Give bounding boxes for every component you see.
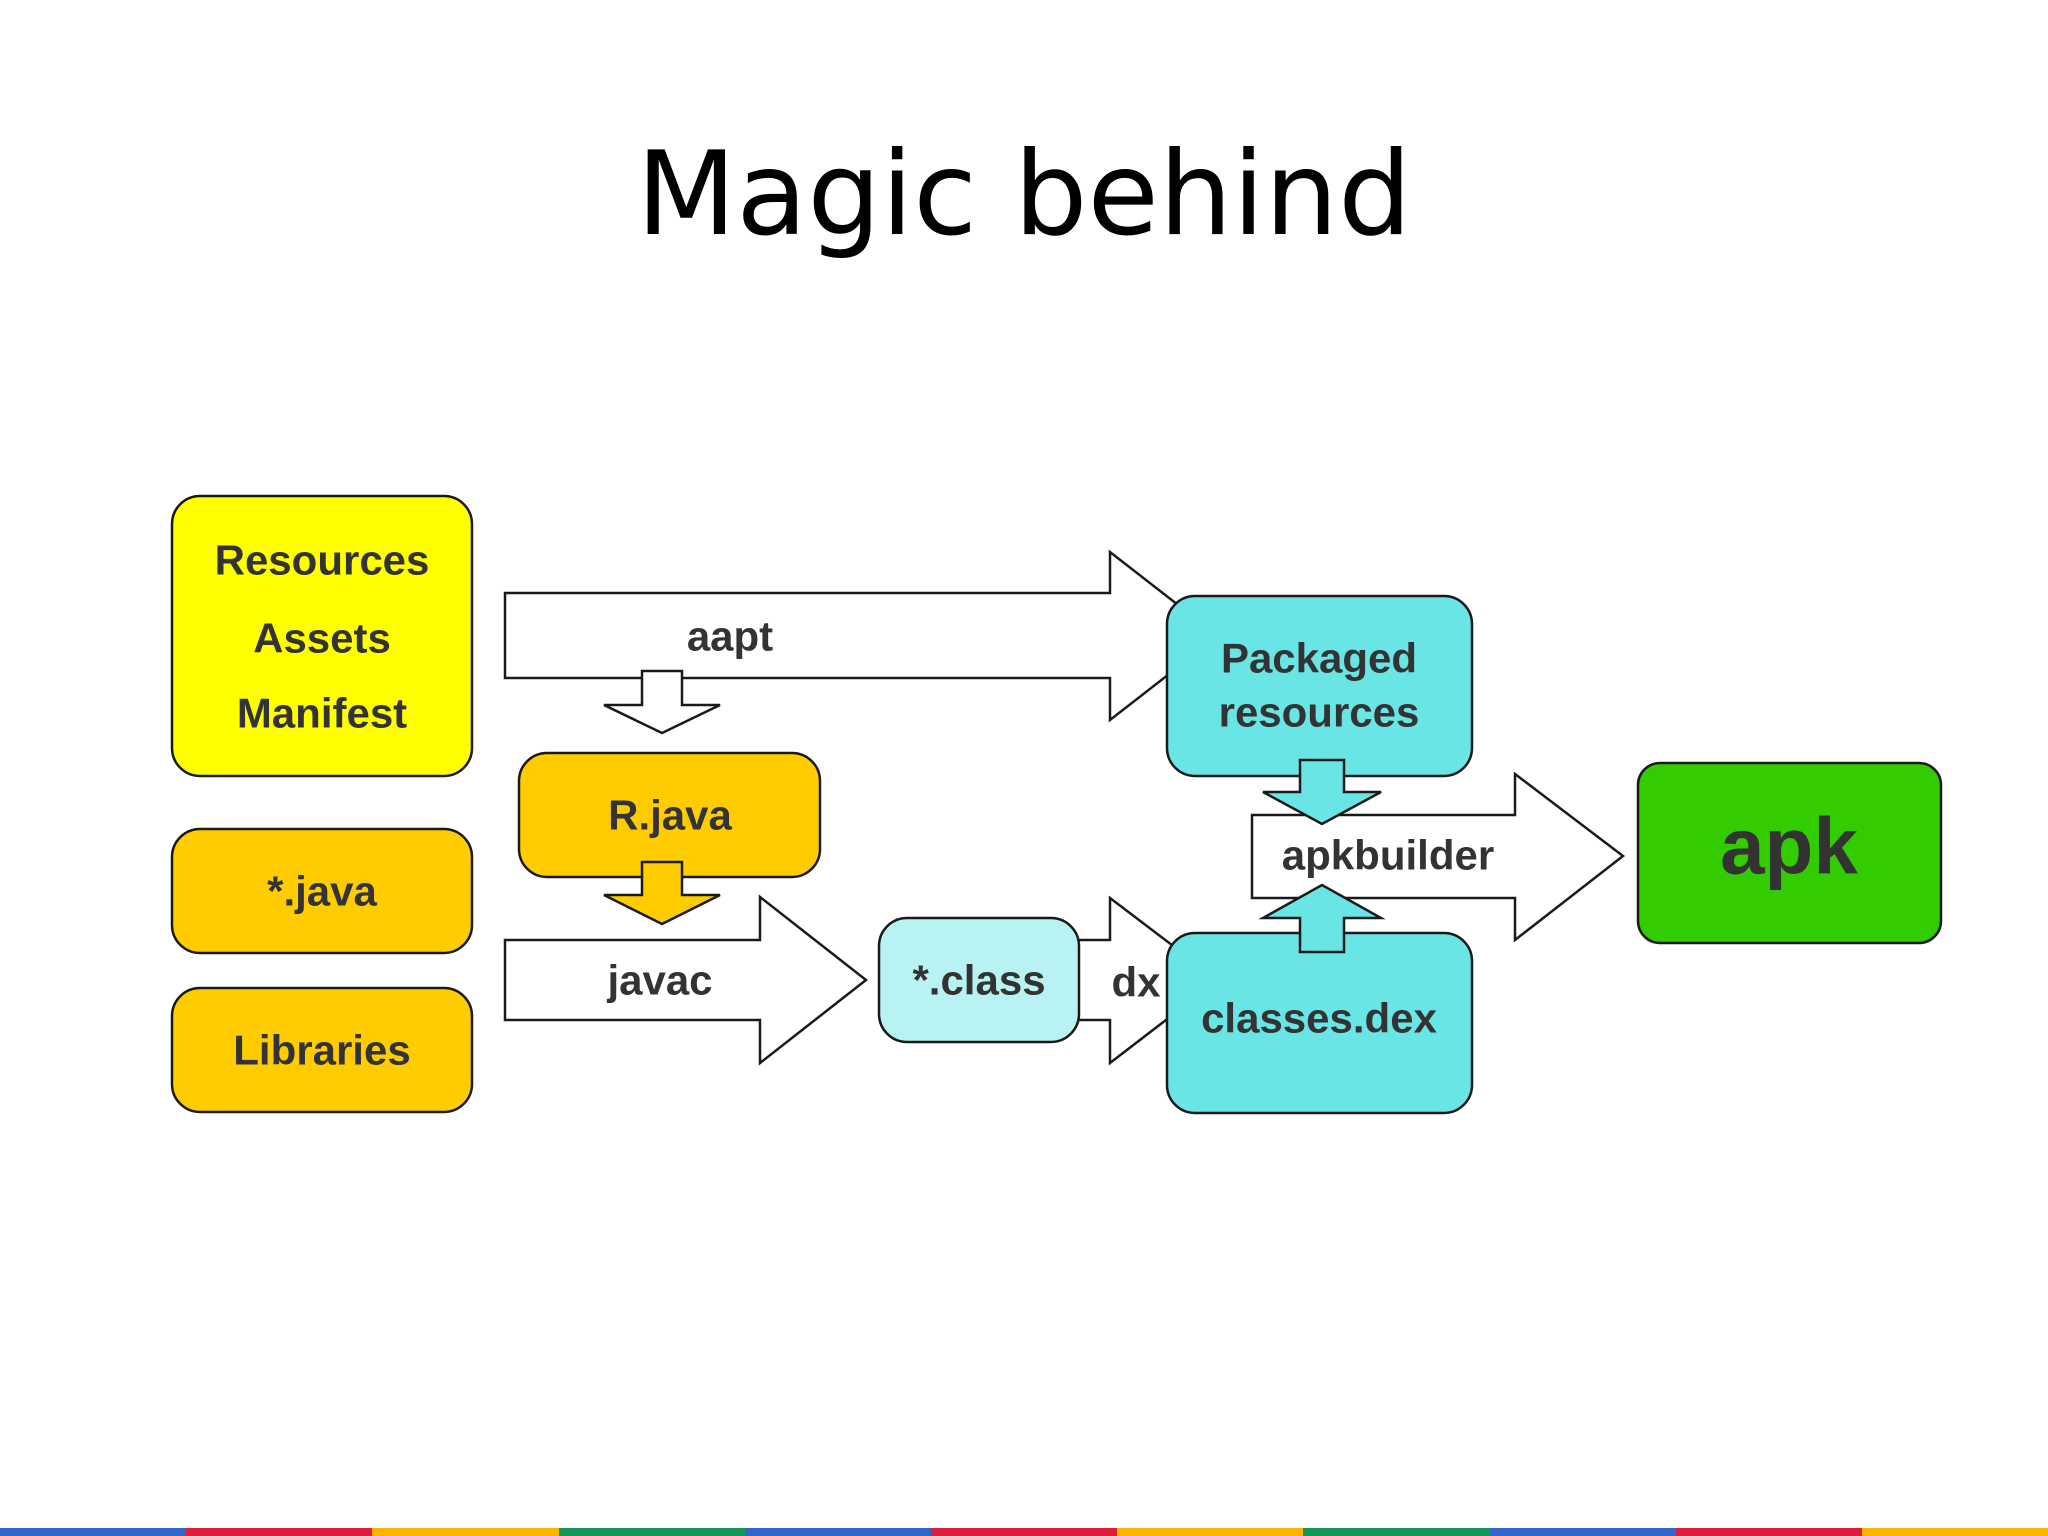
footer-color-segment — [1675, 1528, 1862, 1536]
sources-box — [170, 494, 474, 778]
footer-color-segment — [744, 1528, 931, 1536]
page-title: Magic behind — [636, 127, 1412, 262]
footer-color-segment — [1861, 1528, 2048, 1536]
footer-color-segment — [1489, 1528, 1676, 1536]
footer-color-segment — [558, 1528, 745, 1536]
apk-box — [1636, 761, 1943, 945]
footer-color-segment — [1117, 1528, 1304, 1536]
footer-color-segment — [1303, 1528, 1490, 1536]
packaged-resources-box — [1165, 594, 1474, 778]
aapt-arrow — [503, 549, 1221, 723]
packaged-to-apkbuilder-arrow — [1262, 758, 1382, 826]
footer-color-segment — [372, 1528, 559, 1536]
class-files-box — [877, 916, 1081, 1044]
aapt-arrow-label: aapt — [687, 613, 773, 660]
classes-dex-label: classes.dex — [1201, 995, 1438, 1042]
libraries-box — [170, 986, 474, 1114]
resources-label: Resources — [215, 537, 430, 584]
packaged-label: Packaged — [1221, 635, 1417, 682]
apkbuilder-arrow-label: apkbuilder — [1282, 832, 1494, 879]
libraries-label: Libraries — [233, 1027, 410, 1074]
footer-color-bar — [0, 1528, 2048, 1536]
rjava-to-javac-arrow — [603, 860, 721, 926]
footer-color-segment — [0, 1528, 187, 1536]
dex-to-apkbuilder-arrow — [1258, 883, 1386, 954]
apkbuilder-arrow — [1250, 771, 1626, 943]
class-files-label: *.class — [912, 957, 1045, 1004]
manifest-label: Manifest — [237, 690, 407, 737]
rjava-label: R.java — [608, 792, 732, 839]
javac-arrow — [503, 894, 869, 1066]
resources-output-label: resources — [1219, 689, 1420, 736]
java-sources-box — [170, 827, 474, 955]
apk-label: apk — [1720, 802, 1858, 891]
java-sources-label: *.java — [267, 868, 377, 915]
footer-color-segment — [186, 1528, 373, 1536]
aapt-to-rjava-arrow — [603, 669, 721, 735]
footer-color-segment — [930, 1528, 1118, 1536]
javac-arrow-label: javac — [606, 957, 712, 1004]
assets-label: Assets — [253, 615, 391, 662]
dx-arrow-label: dx — [1111, 959, 1161, 1006]
